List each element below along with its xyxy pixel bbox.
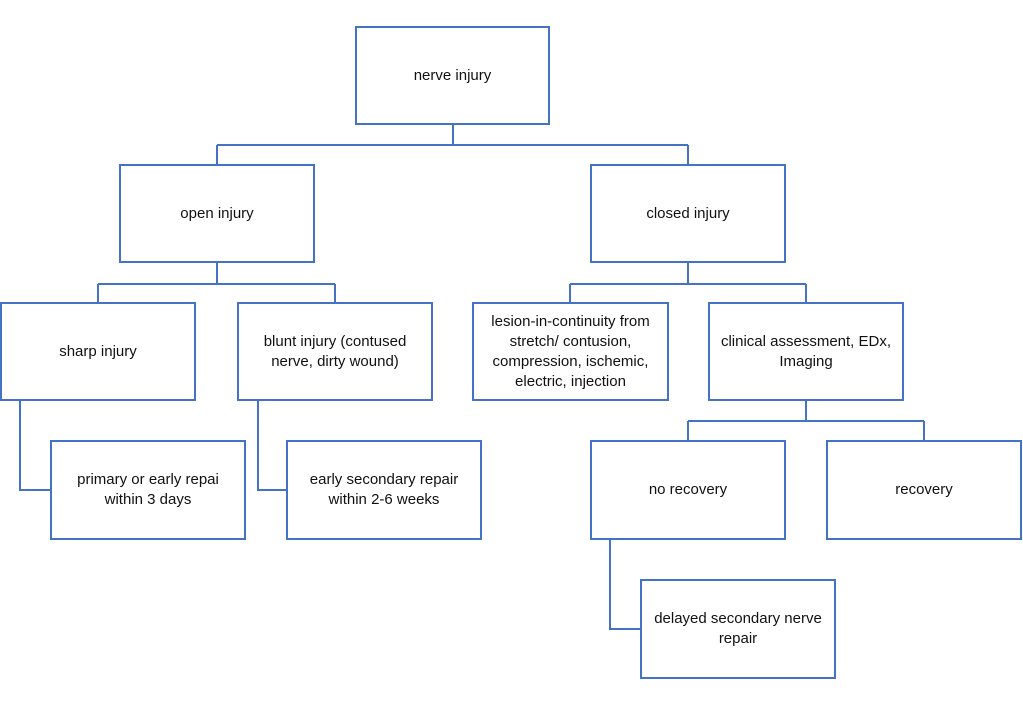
node-label: no recovery [648, 481, 728, 498]
node-early-secondary-repair: early secondary repair within 2-6 weeks [286, 440, 482, 540]
node-sharp-injury: sharp injury [0, 302, 196, 401]
connector-closed-to-children [569, 262, 807, 303]
node-open-injury: open injury [119, 164, 315, 263]
connector-no-recovery-to-delayed-repair [609, 538, 641, 630]
node-blunt-injury: blunt injury (contused nerve, dirty woun… [237, 302, 433, 401]
node-label: lesion-in-continuity from stretch/ contu… [491, 312, 650, 390]
node-label: primary or early repai within 3 days [77, 471, 219, 508]
node-label: delayed secondary nerve repair [654, 610, 822, 647]
node-lesion-in-continuity: lesion-in-continuity from stretch/ contu… [472, 302, 669, 401]
node-label: blunt injury (contused nerve, dirty woun… [263, 332, 407, 370]
node-nerve-injury: nerve injury [355, 26, 550, 125]
node-no-recovery: no recovery [590, 440, 786, 540]
node-clinical-assessment: clinical assessment, EDx, Imaging [708, 302, 904, 401]
node-label: nerve injury [413, 66, 492, 84]
node-recovery: recovery [826, 440, 1022, 540]
node-label: recovery [895, 481, 953, 498]
node-closed-injury: closed injury [590, 164, 786, 263]
node-label: closed injury [646, 204, 730, 222]
node-primary-repair: primary or early repai within 3 days [50, 440, 246, 540]
connector-open-to-children [97, 262, 336, 303]
node-label: early secondary repair within 2-6 weeks [309, 471, 459, 508]
node-label: clinical assessment, EDx, Imaging [720, 332, 892, 370]
node-label: sharp injury [59, 342, 137, 360]
node-label: open injury [180, 204, 254, 222]
connector-assessment-to-outcomes [687, 400, 925, 441]
connector-sharp-to-primary-repair [19, 400, 51, 491]
connector-blunt-to-early-secondary-repair [257, 400, 287, 491]
node-delayed-secondary-repair: delayed secondary nerve repair [640, 579, 836, 679]
connector-root-to-level1 [216, 124, 689, 165]
